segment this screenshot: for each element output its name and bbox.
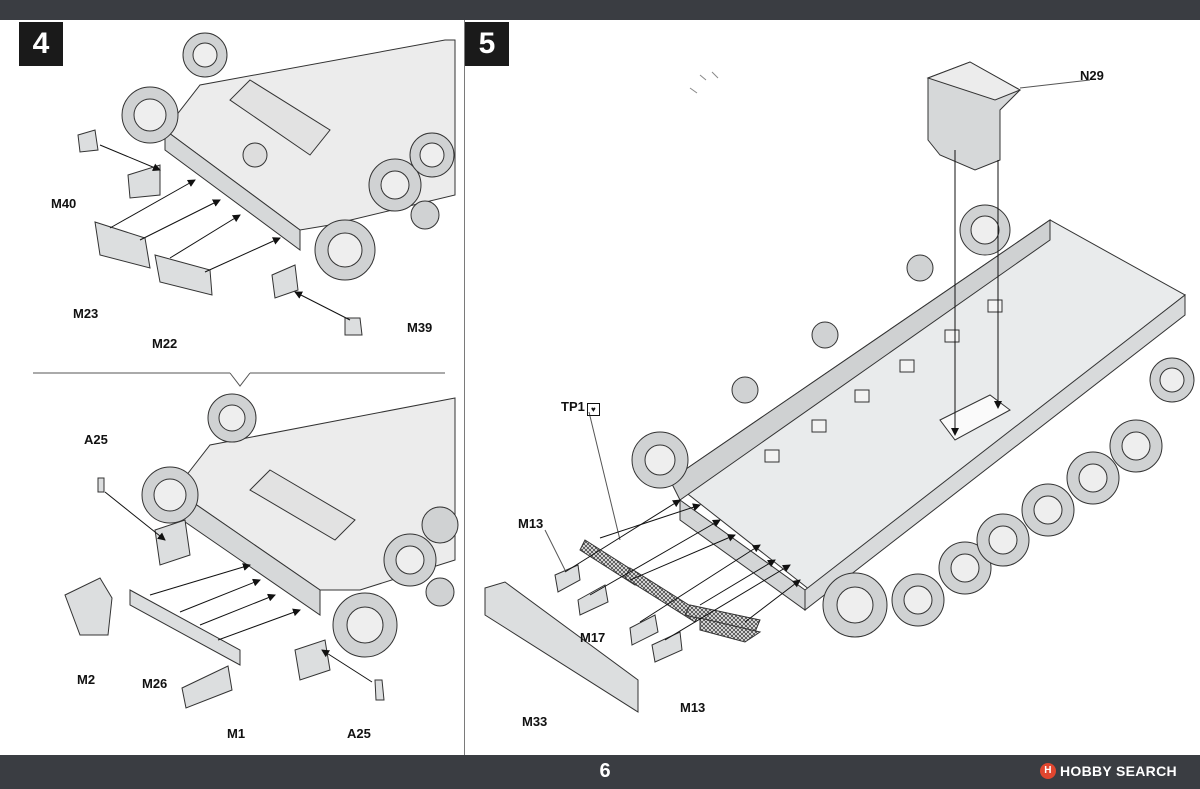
label-m1: M1 xyxy=(227,726,246,741)
label-n29: N29 xyxy=(1080,68,1104,83)
label-tp1-text: TP1 xyxy=(561,399,585,414)
step4-upper-hull xyxy=(121,32,456,281)
step4-lower-parts xyxy=(64,477,385,709)
step4-separator xyxy=(33,372,445,387)
label-tp1: TP1♥ xyxy=(561,399,600,416)
step-5-badge: 5 xyxy=(465,22,509,66)
page-number: 6 xyxy=(599,760,611,782)
watermark-logo-icon: H xyxy=(1040,763,1056,779)
n29-part xyxy=(926,61,1091,171)
label-m33: M33 xyxy=(522,714,548,729)
top-bar xyxy=(0,0,1200,20)
watermark: H HOBBY SEARCH xyxy=(1040,760,1177,782)
label-a25-bottom: A25 xyxy=(347,726,371,741)
label-a25-top: A25 xyxy=(84,432,108,447)
label-m39: M39 xyxy=(407,320,433,335)
step4-upper-arrows xyxy=(99,144,351,321)
label-m40: M40 xyxy=(51,196,77,211)
step5-hull xyxy=(631,204,1195,638)
step4-upper-parts xyxy=(77,129,363,336)
label-m13-top: M13 xyxy=(518,516,544,531)
step5-arrows xyxy=(564,499,801,641)
step4-lower-hull xyxy=(141,393,459,658)
watermark-text: HOBBY SEARCH xyxy=(1060,763,1177,779)
step5-marks xyxy=(689,71,719,94)
label-m2: M2 xyxy=(77,672,96,687)
step-4-badge: 4 xyxy=(19,22,63,66)
step4-lower-arrows xyxy=(104,491,373,683)
label-m26: M26 xyxy=(142,676,168,691)
label-m13-bottom: M13 xyxy=(680,700,706,715)
label-m22: M22 xyxy=(152,336,178,351)
n29-arrows xyxy=(951,150,1002,436)
footer-bar xyxy=(0,755,1200,789)
label-m23: M23 xyxy=(73,306,99,321)
label-m17: M17 xyxy=(580,630,606,645)
panel-divider xyxy=(464,20,465,755)
glue-icon: ♥ xyxy=(586,403,600,416)
